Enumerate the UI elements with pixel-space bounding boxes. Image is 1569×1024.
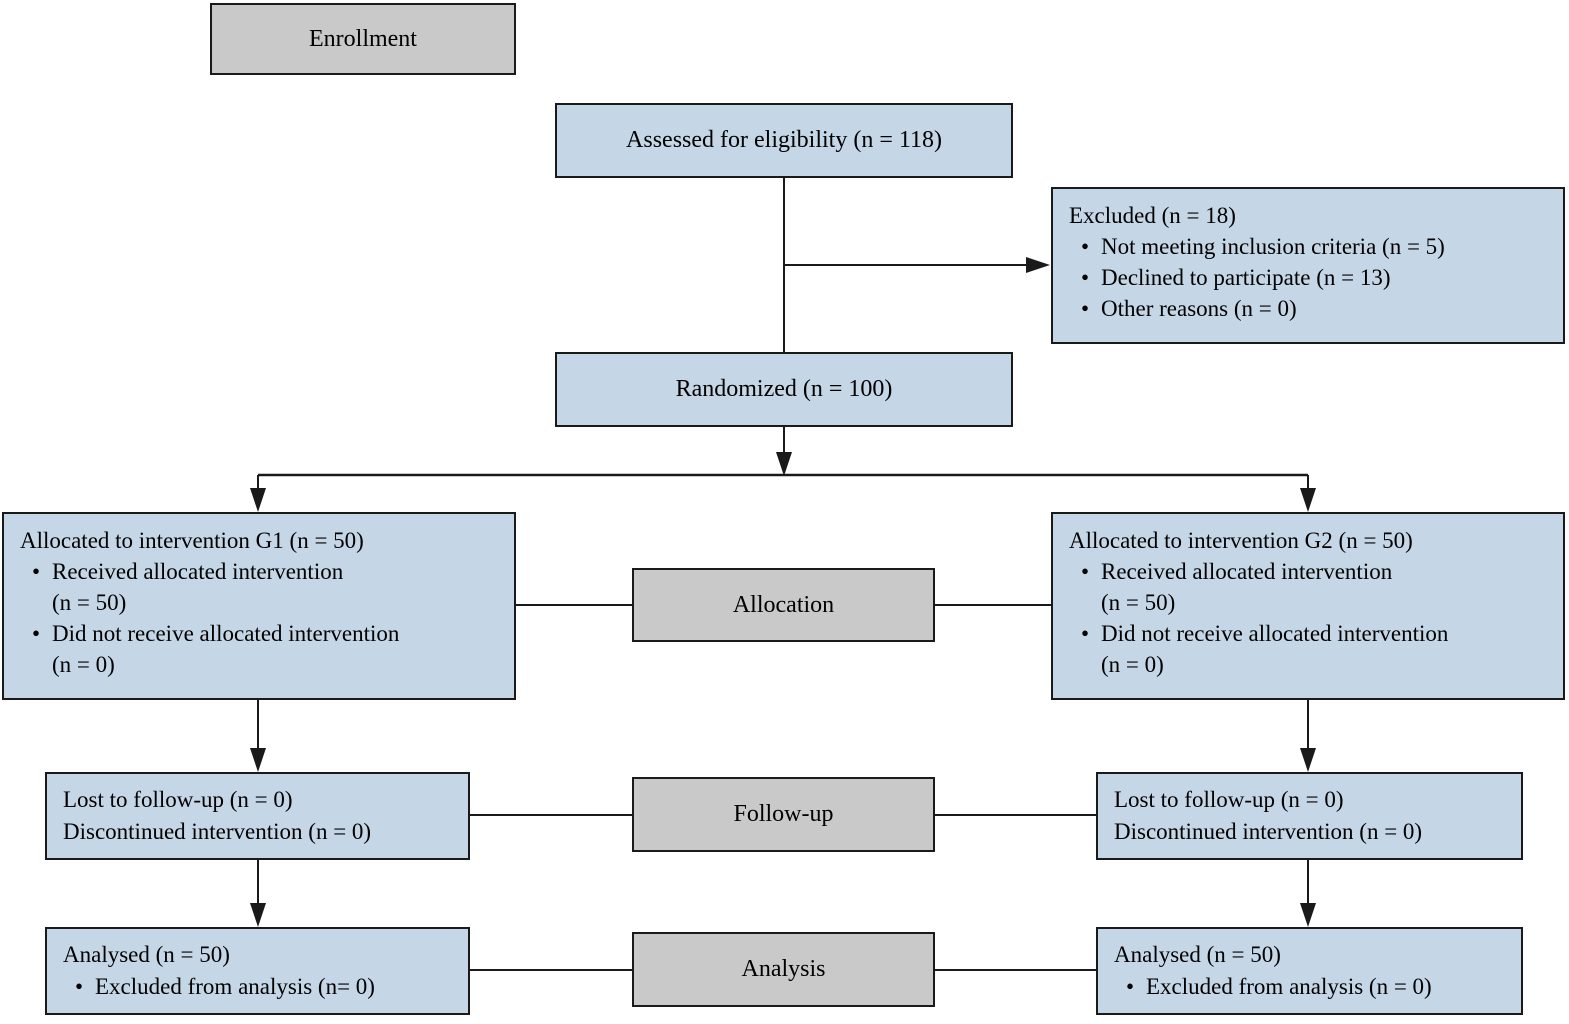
band-analysis: Analysis: [632, 932, 935, 1007]
band-followup: Follow-up: [632, 777, 935, 852]
box-followup-g1: Lost to follow-up (n = 0) Discontinued i…: [45, 772, 470, 860]
followup-g1-line: Discontinued intervention (n = 0): [63, 819, 372, 844]
followup-g1-line: Lost to follow-up (n = 0): [63, 787, 293, 812]
bullet-icon: •: [1080, 559, 1090, 584]
bullet-icon: •: [31, 559, 41, 584]
box-followup-g2: Lost to follow-up (n = 0) Discontinued i…: [1096, 772, 1523, 860]
allocated-g2-item-text: Received allocated intervention (n = 50): [1101, 559, 1393, 615]
box-randomized: Randomized (n = 100): [555, 352, 1013, 427]
bullet-icon: •: [74, 974, 84, 999]
allocated-g2-item: • Received allocated intervention (n = 5…: [1069, 556, 1553, 618]
analysis-g2-item: • Excluded from analysis (n = 0): [1114, 971, 1511, 1003]
bullet-icon: •: [1080, 296, 1090, 321]
box-excluded: Excluded (n = 18) • Not meeting inclusio…: [1051, 187, 1565, 344]
arrowhead-splitter: [776, 452, 792, 476]
arrowhead-alloc-left: [250, 488, 266, 512]
excluded-item-text: Not meeting inclusion criteria (n = 5): [1101, 234, 1445, 259]
arrowhead-analysis-right: [1300, 903, 1316, 927]
excluded-item: • Not meeting inclusion criteria (n = 5): [1069, 231, 1553, 262]
allocated-g2-item-text: Did not receive allocated intervention (…: [1101, 621, 1449, 677]
allocated-g2-title: Allocated to intervention G2 (n = 50): [1069, 528, 1413, 553]
analysis-g2-title: Analysed (n = 50): [1114, 942, 1281, 967]
band-allocation: Allocation: [632, 568, 935, 642]
followup-g2-line: Discontinued intervention (n = 0): [1114, 819, 1423, 844]
analysis-g1-item: • Excluded from analysis (n= 0): [63, 971, 458, 1003]
excluded-item: • Declined to participate (n = 13): [1069, 262, 1553, 293]
excluded-item-text: Declined to participate (n = 13): [1101, 265, 1391, 290]
bullet-icon: •: [1080, 621, 1090, 646]
arrowhead-analysis-left: [250, 903, 266, 927]
box-allocated-g1: Allocated to intervention G1 (n = 50) • …: [2, 512, 516, 700]
box-assessed-eligibility: Assessed for eligibility (n = 118): [555, 103, 1013, 178]
excluded-item: • Other reasons (n = 0): [1069, 293, 1553, 324]
followup-g2-line: Lost to follow-up (n = 0): [1114, 787, 1344, 812]
allocated-g2-item: • Did not receive allocated intervention…: [1069, 618, 1553, 680]
bullet-icon: •: [1080, 265, 1090, 290]
allocated-g1-item-text: Did not receive allocated intervention (…: [52, 621, 400, 677]
box-allocated-g2: Allocated to intervention G2 (n = 50) • …: [1051, 512, 1565, 700]
arrowhead-followup-right: [1300, 748, 1316, 772]
arrowhead-excluded: [1026, 257, 1050, 273]
allocated-g1-item: • Received allocated intervention (n = 5…: [20, 556, 504, 618]
arrowhead-alloc-right: [1300, 488, 1316, 512]
allocated-g1-item: • Did not receive allocated intervention…: [20, 618, 504, 680]
analysis-g1-item-text: Excluded from analysis (n= 0): [95, 974, 375, 999]
bullet-icon: •: [1080, 234, 1090, 259]
excluded-title: Excluded (n = 18): [1069, 203, 1236, 228]
box-analysis-g1: Analysed (n = 50) • Excluded from analys…: [45, 927, 470, 1015]
band-enrollment: Enrollment: [210, 3, 516, 75]
analysis-g2-item-text: Excluded from analysis (n = 0): [1146, 974, 1432, 999]
allocated-g1-item-text: Received allocated intervention (n = 50): [52, 559, 344, 615]
excluded-item-text: Other reasons (n = 0): [1101, 296, 1297, 321]
allocated-g1-title: Allocated to intervention G1 (n = 50): [20, 528, 364, 553]
box-analysis-g2: Analysed (n = 50) • Excluded from analys…: [1096, 927, 1523, 1015]
bullet-icon: •: [1125, 974, 1135, 999]
bullet-icon: •: [31, 621, 41, 646]
arrowhead-followup-left: [250, 748, 266, 772]
analysis-g1-title: Analysed (n = 50): [63, 942, 230, 967]
